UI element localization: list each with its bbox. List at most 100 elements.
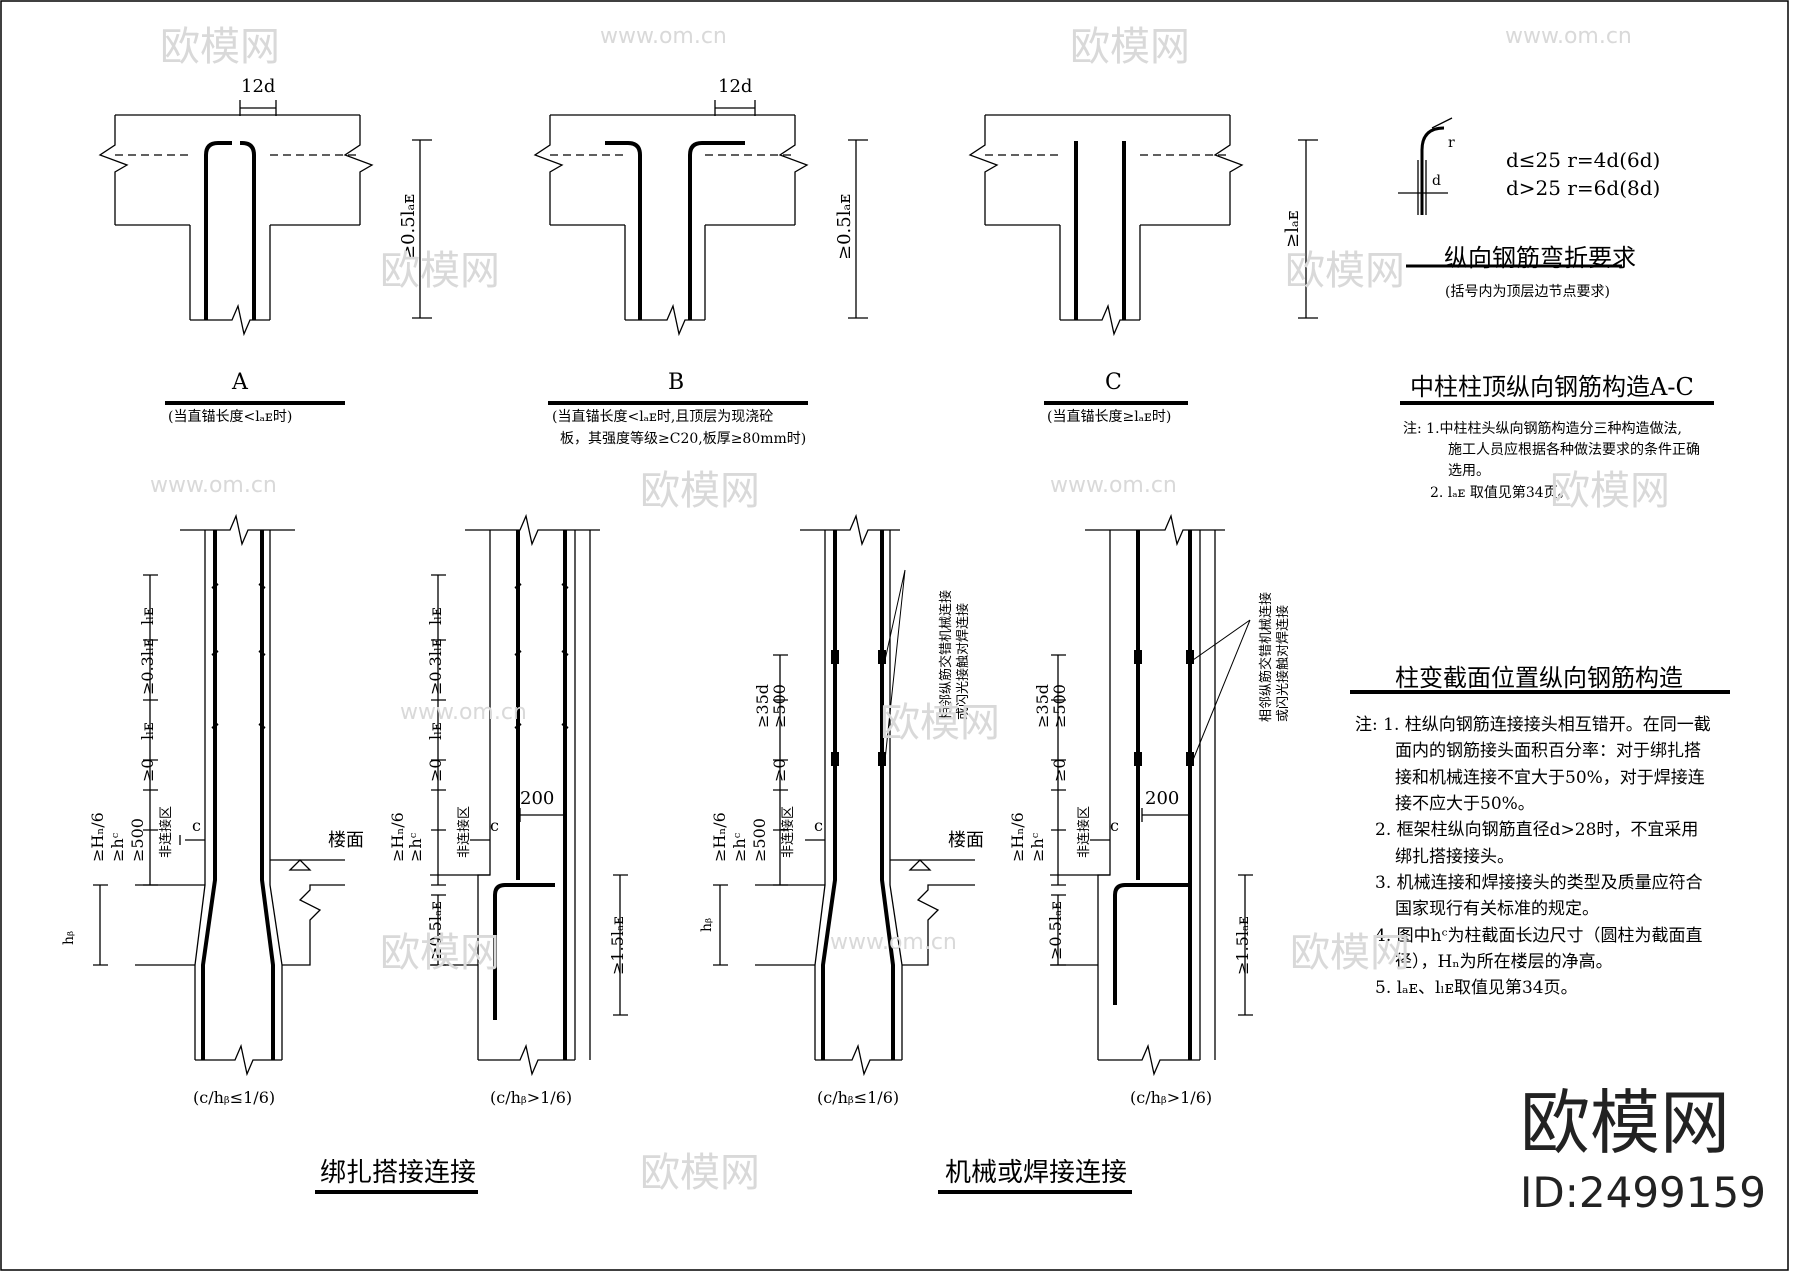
detail-a-label: A — [232, 370, 248, 395]
mech4-dim-3: ≥0 — [1050, 758, 1069, 782]
lap1-hb: hᵦ — [61, 930, 77, 945]
mech3-dim-3: ≥0 — [770, 758, 789, 782]
watermark-brand: 欧模网 — [160, 24, 280, 70]
lap1-dim-6: ≥hᶜ — [108, 832, 127, 862]
mech3-zone: 非连接区 — [781, 805, 796, 858]
cond-1: (c/hᵦ≤1/6) — [193, 1088, 276, 1107]
lap2-dim-5: ≥Hₙ/6 — [388, 812, 407, 862]
mech-case3-dims — [713, 654, 825, 966]
note-line: 2. 框架柱纵向钢筋直径d>28时，不宜采用 — [1375, 820, 1699, 841]
lap1-dim-1: ≥0.3lₗᴇ — [138, 638, 157, 695]
detail-a-rebar — [204, 141, 256, 320]
lap2-c: c — [490, 816, 499, 835]
watermark-brand: 欧模网 — [380, 248, 500, 294]
note-line: 面内的钢筋接头面积百分率：对于绑扎搭 — [1395, 741, 1701, 762]
mech4-side-note-1: 相邻纵筋交错机械连接 — [1259, 591, 1274, 722]
mech-case3-couplers — [831, 650, 886, 766]
mech4-side-note-2: 或闪光接触对焊连接 — [1276, 604, 1291, 722]
note-line: 绑扎搭接接头。 — [1395, 846, 1514, 867]
lap-case1-ticks — [211, 583, 266, 729]
watermark-brand: 欧模网 — [1290, 930, 1410, 976]
bend-sketch — [1398, 117, 1453, 215]
watermark-brand: 欧模网 — [380, 930, 500, 976]
detail-c-dim-side — [1298, 139, 1318, 319]
bend-r-label: r — [1448, 135, 1455, 151]
mech4-zone: 非连接区 — [1077, 805, 1092, 858]
lap-case1-rebar — [201, 530, 275, 1060]
lap-case2-rebar — [493, 530, 567, 1060]
lap-case2 — [430, 513, 600, 1077]
mech4-dim-1: ≥35d — [1033, 683, 1052, 728]
mech3-dim-2: ≥500 — [770, 684, 789, 728]
lap1-dim-7: ≥500 — [128, 818, 147, 862]
watermark-brand: 欧模网 — [880, 700, 1000, 746]
watermark-brand: 欧模网 — [640, 468, 760, 514]
watermark-site: www.om.cn — [150, 473, 277, 498]
lap2-dim-4: ≥0 — [426, 758, 445, 782]
mech3-dim-1: ≥35d — [753, 683, 772, 728]
lap2-zone: 非连接区 — [457, 805, 472, 858]
lap-case1 — [135, 513, 345, 1077]
detail-a-caption: (当直锚长度<lₐᴇ时) — [168, 409, 293, 425]
watermark-brand: 欧模网 — [1550, 468, 1670, 514]
section-top-note-1b: 施工人员应根据各种做法要求的条件正确 — [1448, 442, 1700, 458]
watermark-site: www.om.cn — [1505, 24, 1632, 49]
detail-a-dim-12d — [239, 100, 277, 116]
lap2-dim-1: ≥0.3lₗᴇ — [426, 638, 445, 695]
detail-b-dim-side: ≥0.5lₐᴇ — [834, 193, 855, 260]
watermark-brand: 欧模网 — [1070, 24, 1190, 70]
bend-subtitle: (括号内为顶层边节点要求) — [1445, 284, 1610, 300]
bend-title: 纵向钢筋弯折要求 — [1444, 244, 1636, 272]
detail-b-caption-2: 板，其强度等级≥C20,板厚≥80mm时) — [560, 431, 807, 447]
mech3-dim-6: ≥500 — [750, 818, 769, 862]
detail-b-label: B — [668, 370, 685, 395]
mech3-dim-4: ≥Hₙ/6 — [710, 812, 729, 862]
lap-case1-dims — [93, 574, 205, 966]
mech4-dim-4: ≥Hₙ/6 — [1008, 812, 1027, 862]
detail-b-caption-1: (当直锚长度<lₐᴇ时,且顶层为现浇砼 — [552, 409, 774, 425]
mech-case4-couplers — [1134, 650, 1194, 766]
detail-a-dim-12d: 12d — [241, 76, 276, 97]
note-line: 注: 1. 柱纵向钢筋连接接头相互错开。在同一截 — [1355, 715, 1711, 735]
bend-d-label: d — [1432, 173, 1441, 189]
cond-4: (c/hᵦ>1/6) — [1130, 1088, 1213, 1107]
detail-c-rebar — [1074, 141, 1126, 320]
note-line: 接和机械连接不宜大于50%，对于焊接连 — [1395, 767, 1705, 788]
watermark-brand: 欧模网 — [640, 1150, 760, 1196]
detail-b-outline — [533, 114, 809, 337]
mech4-dim-5: ≥hᶜ — [1028, 832, 1047, 862]
cond-3: (c/hᵦ≤1/6) — [817, 1088, 900, 1107]
mech-case4 — [1050, 513, 1225, 1077]
lap2-dim-200: 200 — [520, 788, 555, 809]
watermark-site: www.om.cn — [830, 930, 957, 955]
note-line: 国家现行有关标准的规定。 — [1395, 899, 1599, 920]
mech4-dim-2: ≥500 — [1050, 684, 1069, 728]
detail-c-label: C — [1105, 370, 1122, 395]
cond-2: (c/hᵦ>1/6) — [490, 1088, 573, 1107]
section-top-note-2: 2. lₐᴇ 取值见第34页。 — [1430, 485, 1572, 501]
detail-b-rebar — [605, 141, 745, 320]
detail-b-dim-12d: 12d — [718, 76, 753, 97]
mech4-dim-200: 200 — [1145, 788, 1180, 809]
detail-a-outline — [98, 114, 374, 337]
mech3-floor: 楼面 — [948, 830, 984, 851]
note-line: 4. 图中hᶜ为柱截面长边尺寸（圆柱为截面直 — [1375, 925, 1703, 946]
detail-c-caption: (当直锚长度≥lₐᴇ时) — [1047, 409, 1172, 425]
bend-rule-1: d≤25 r=4d(6d) — [1506, 148, 1661, 172]
detail-b-dim-side — [848, 139, 868, 319]
lap2-dim-6: ≥hᶜ — [406, 832, 425, 862]
note-line: 径），Hₙ为所在楼层的净高。 — [1395, 952, 1613, 973]
lap1-dim-4: ≥0 — [138, 758, 157, 782]
brand-logo: 欧模网 — [1520, 1082, 1730, 1164]
watermark-site: www.om.cn — [400, 700, 527, 725]
mech4-c: c — [1110, 816, 1119, 835]
section-top-title: 中柱柱顶纵向钢筋构造A-C — [1410, 373, 1694, 401]
mech3-c: c — [814, 816, 823, 835]
lap1-dim-2: lₗᴇ — [138, 607, 157, 625]
note-line: 3. 机械连接和焊接接头的类型及质量应符合 — [1375, 873, 1703, 894]
mech3-hb: hᵦ — [699, 917, 715, 932]
detail-b-dim-12d — [714, 100, 756, 116]
detail-c-outline — [968, 114, 1244, 337]
